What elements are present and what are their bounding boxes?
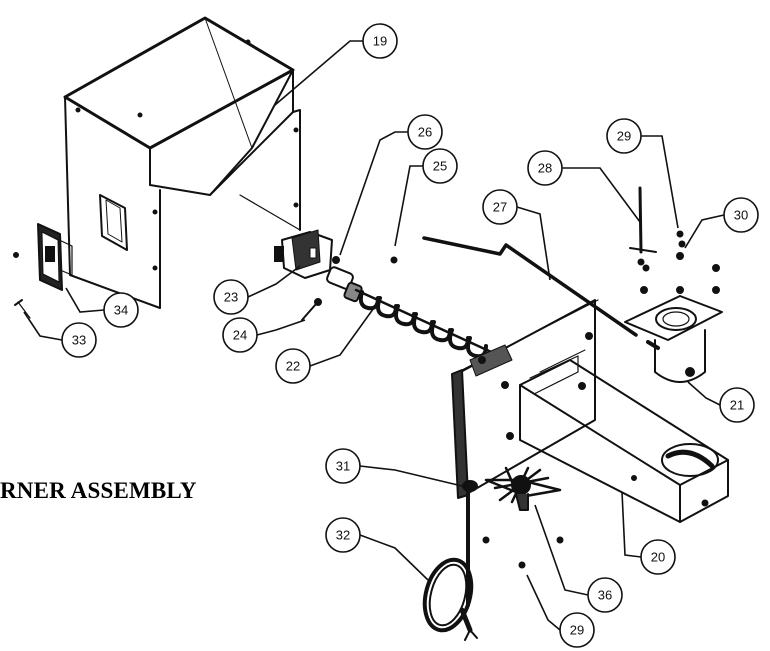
callout-32-label: 32 (336, 528, 350, 543)
callout-33-label: 33 (72, 333, 86, 348)
callout-29-top-label: 29 (617, 129, 631, 144)
screw-29-top-part (676, 230, 686, 248)
callout-19 (362, 23, 398, 59)
callout-36-label: 36 (598, 588, 612, 603)
grommet-part (462, 480, 478, 492)
callout-27 (482, 189, 518, 225)
callout-20 (640, 539, 676, 575)
callout-21 (719, 387, 755, 423)
gear-motor-part (274, 229, 340, 279)
callout-23 (213, 279, 249, 315)
callout-30-label: 30 (734, 208, 748, 223)
igniter-part (629, 186, 657, 272)
callout-31-label: 31 (336, 459, 350, 474)
callout-28 (527, 150, 563, 186)
switch-plate-part (13, 223, 73, 291)
callout-29-bottom-label: 29 (570, 623, 584, 638)
callout-21-label: 21 (730, 398, 744, 413)
callout-33 (61, 322, 97, 358)
burn-pot-part (624, 252, 723, 383)
hopper-part (63, 16, 301, 309)
screw-33-part (14, 299, 31, 319)
power-cord-part (422, 490, 478, 641)
callout-34-label: 34 (114, 303, 128, 318)
callout-30 (723, 197, 759, 233)
callout-29-top (606, 118, 642, 154)
callout-28-label: 28 (538, 161, 552, 176)
callout-24 (222, 317, 258, 353)
callout-25 (422, 148, 458, 184)
callout-34 (103, 292, 139, 328)
pin-24-part (301, 298, 322, 321)
callout-20-label: 20 (651, 550, 665, 565)
callout-31 (325, 448, 361, 484)
callout-27-label: 27 (493, 200, 507, 215)
callout-22 (275, 348, 311, 384)
burner-box-part (451, 299, 729, 523)
callout-29-bottom (559, 612, 595, 648)
fan-part (482, 466, 564, 569)
callout-26 (407, 114, 443, 150)
callout-32 (325, 517, 361, 553)
auger-part (326, 266, 502, 359)
bolt-25-part (390, 256, 398, 264)
callout-36 (587, 577, 623, 613)
control-rod-part (422, 236, 638, 337)
callout-26-label: 26 (418, 125, 432, 140)
callout-22-label: 22 (286, 359, 300, 374)
callout-19-label: 19 (373, 34, 387, 49)
diagram-title: RNER ASSEMBLY (0, 478, 197, 503)
callout-23-label: 23 (224, 290, 238, 305)
callout-25-label: 25 (433, 159, 447, 174)
callout-24-label: 24 (233, 328, 247, 343)
